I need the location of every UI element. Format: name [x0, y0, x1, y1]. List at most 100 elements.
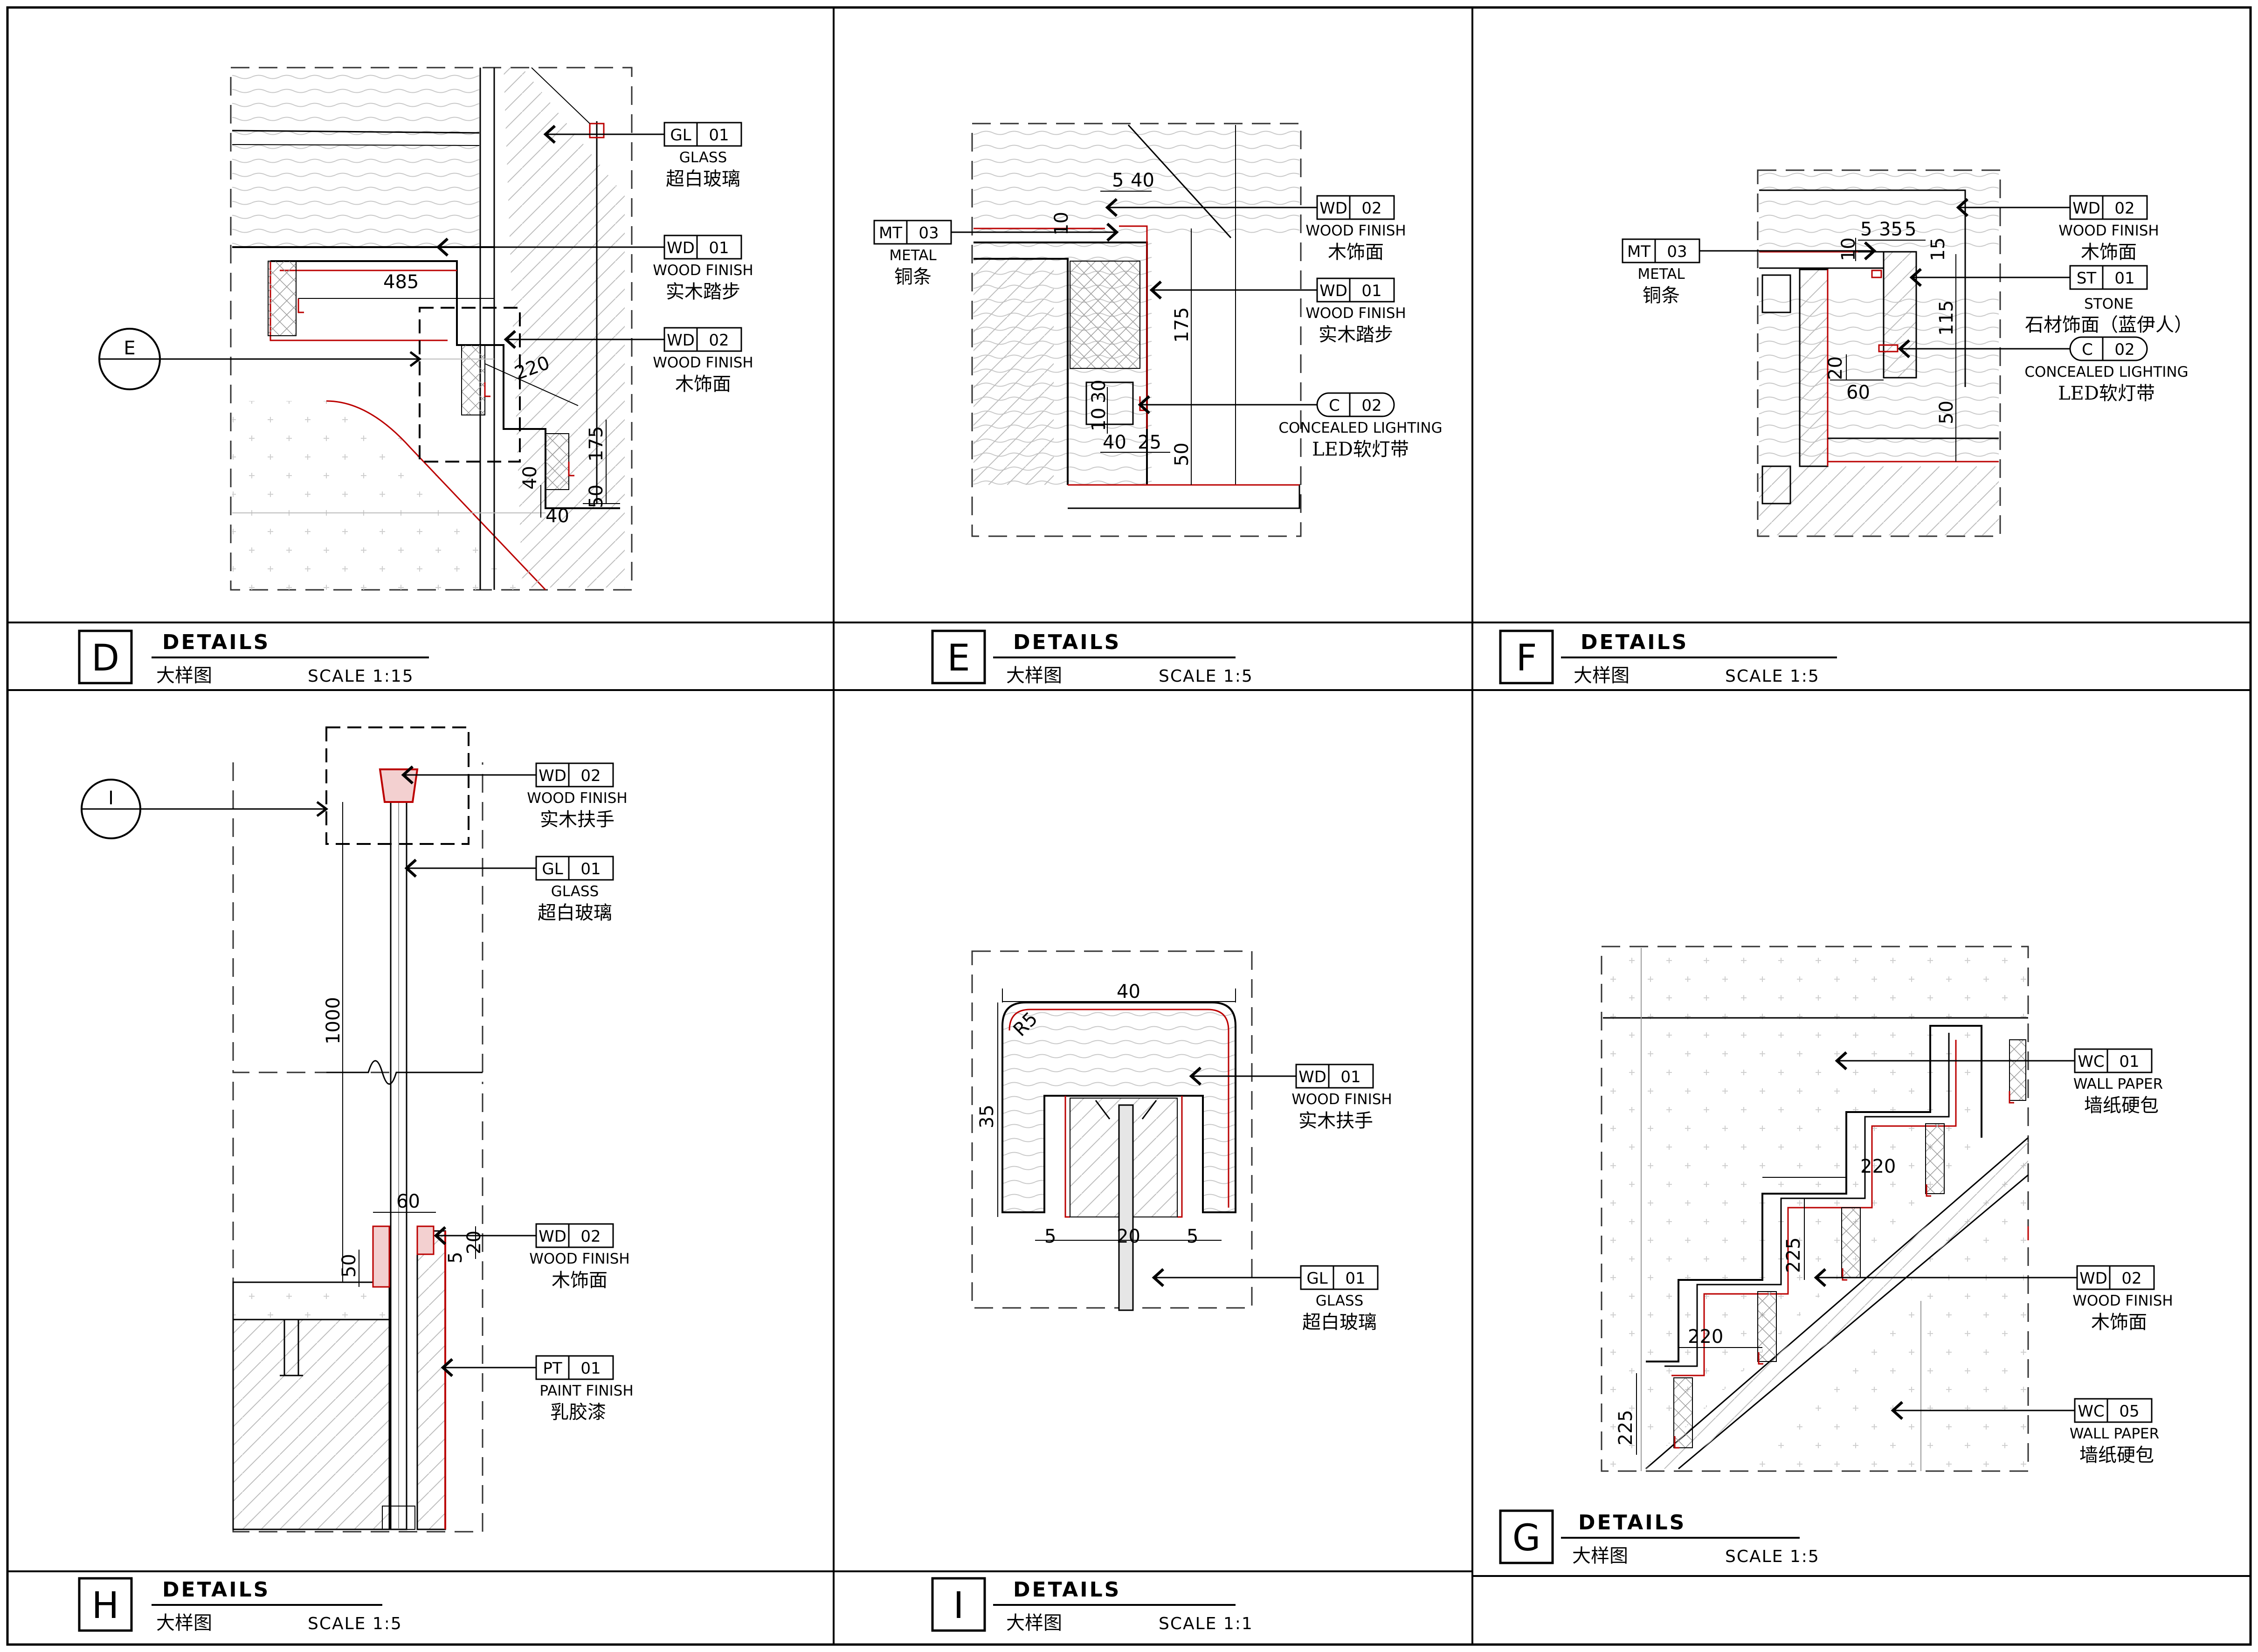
callout-cn: 超白玻璃	[538, 902, 612, 924]
callout-en: WOOD FINISH	[1305, 222, 1406, 239]
sheet-frame	[6, 6, 2252, 1646]
dim: 115	[1936, 300, 1957, 336]
title-details: DETAILS	[1581, 630, 1688, 654]
callout-cn: LED软灯带	[2058, 383, 2155, 404]
callout-number: 01	[2114, 269, 2134, 288]
dim: 60	[396, 1191, 420, 1212]
callout-code: C	[1329, 396, 1340, 415]
title-letter: F	[1516, 637, 1537, 679]
title-letter: H	[92, 1585, 119, 1627]
title-block-F: F DETAILS 大样图 SCALE 1:5	[1499, 629, 1837, 686]
callout-code: WC	[2078, 1402, 2104, 1421]
callout: PT 01 PAINT FINISH 乳胶漆	[441, 1355, 634, 1423]
title-subtitle: 大样图	[156, 665, 212, 686]
dim: 30	[1088, 380, 1110, 403]
callout: WD 02 WOOD FINISH 木饰面	[1956, 195, 2159, 263]
callout-number: 01	[709, 126, 729, 145]
dim: 10	[1088, 408, 1110, 431]
callout-code: WD	[667, 331, 695, 350]
dim: 40	[1131, 170, 1154, 191]
dim: 35	[976, 1105, 998, 1128]
callout-number: 02	[1361, 396, 1381, 415]
callout: GL 01 GLASS 超白玻璃	[404, 856, 614, 924]
callout-number: 01	[709, 239, 729, 257]
callout-en: WALL PAPER	[2070, 1425, 2159, 1442]
title-letter: G	[1512, 1517, 1540, 1559]
callout-en: WOOD FINISH	[2072, 1293, 2173, 1309]
detail-F-callouts: MT 03 METAL 铜条 WD 02 WOOD FINISH 木饰面 ST …	[1622, 195, 2193, 404]
callout: C 02 CONCEALED LIGHTING LED软灯带	[1138, 392, 1443, 460]
callout-cn: 实木踏步	[1319, 324, 1393, 346]
dim: 40	[546, 505, 569, 527]
detail-I-callouts: WD 01 WOOD FINISH 实木扶手 GL 01 GLASS 超白玻璃	[1152, 1064, 1392, 1333]
section-marker-I: I	[81, 779, 329, 839]
callout-en: WOOD FINISH	[2058, 222, 2159, 239]
detail-H-drawing: 1000 60 50 5 20 I	[81, 726, 485, 1533]
callout-cn: 实木踏步	[666, 281, 740, 303]
dim: 225	[1615, 1410, 1637, 1445]
callout-cn: LED软灯带	[1312, 439, 1409, 460]
callout: WD 02 WOOD FINISH 木饰面	[1814, 1265, 2173, 1333]
callout: WD 02 WOOD FINISH 木饰面	[434, 1223, 630, 1291]
callout-code: MT	[1627, 242, 1650, 261]
callout-number: 02	[1361, 199, 1381, 218]
detail-D-callouts: GL 01 GLASS 超白玻璃 WD 01 WOOD FINISH 实木踏步 …	[436, 122, 753, 395]
callout-en: CONCEALED LIGHTING	[2024, 364, 2188, 380]
dim: 10	[1838, 237, 1859, 261]
title-letter: E	[947, 637, 970, 679]
callout-code: GL	[542, 860, 563, 878]
callout-number: 01	[1340, 1068, 1360, 1086]
callout: ST 01 STONE 石材饰面（蓝伊人）	[1909, 265, 2193, 336]
callout-en: GLASS	[679, 149, 727, 166]
callout-en: WALL PAPER	[2073, 1076, 2163, 1092]
callout: GL 01 GLASS 超白玻璃	[543, 122, 742, 190]
title-letter: D	[91, 637, 119, 679]
dim: 60	[1846, 382, 1870, 403]
callout-code: WD	[2072, 199, 2100, 218]
title-scale: SCALE 1:5	[1725, 667, 1820, 686]
dim: 25	[1138, 432, 1161, 453]
callout: MT 03 METAL 铜条	[1622, 238, 1877, 306]
callout-cn: 铜条	[1643, 285, 1680, 306]
dim: 20	[1825, 356, 1846, 380]
callout: GL 01 GLASS 超白玻璃	[1152, 1265, 1379, 1333]
callout-cn: 铜条	[894, 266, 932, 288]
callout: WC 01 WALL PAPER 墙纸硬包	[1835, 1048, 2163, 1116]
callout: MT 03 METAL 铜条	[873, 220, 1119, 288]
callout: WD 01 WOOD FINISH 实木扶手	[1189, 1064, 1392, 1132]
callout-code: WD	[1319, 282, 1347, 300]
callout: WC 05 WALL PAPER 墙纸硬包	[1891, 1398, 2159, 1466]
dim: 40	[1103, 432, 1126, 453]
detail-E-callouts: MT 03 METAL 铜条 WD 02 WOOD FINISH 木饰面 WD …	[873, 195, 1443, 460]
callout-number: 05	[2119, 1402, 2139, 1421]
dim: 485	[383, 271, 419, 293]
callout-cn: 墙纸硬包	[2084, 1095, 2159, 1116]
title-subtitle: 大样图	[1006, 1612, 1062, 1634]
callout-cn: 木饰面	[675, 373, 731, 395]
dim: 50	[338, 1254, 360, 1278]
dim: 225	[1783, 1237, 1804, 1273]
callout-en: GLASS	[1316, 1293, 1364, 1309]
title-letter: I	[953, 1585, 964, 1627]
callout-en: PAINT FINISH	[539, 1382, 633, 1399]
callout-number: 03	[918, 224, 939, 242]
title-details: DETAILS	[162, 1578, 270, 1602]
dim: 5	[1187, 1226, 1198, 1247]
title-scale: SCALE 1:1	[1159, 1614, 1253, 1633]
callout-number: 03	[1667, 242, 1687, 261]
title-subtitle: 大样图	[1572, 1545, 1628, 1567]
callout-en: WOOD FINISH	[529, 1251, 629, 1267]
callout-code: WD	[539, 1227, 566, 1246]
callout-number: 01	[580, 860, 601, 878]
callout-code: WD	[667, 239, 695, 257]
detail-D-drawing: 485 220 175 50 40 40 E	[98, 67, 633, 591]
section-marker-letter: I	[108, 788, 114, 809]
callout-cn: 乳胶漆	[550, 1402, 606, 1423]
callout-number: 02	[580, 767, 601, 785]
callout-cn: 超白玻璃	[666, 168, 740, 190]
callout-number: 01	[580, 1359, 601, 1378]
callout-en: METAL	[1637, 266, 1685, 283]
callout-cn: 墙纸硬包	[2079, 1445, 2154, 1466]
callout-en: STONE	[2084, 296, 2134, 312]
